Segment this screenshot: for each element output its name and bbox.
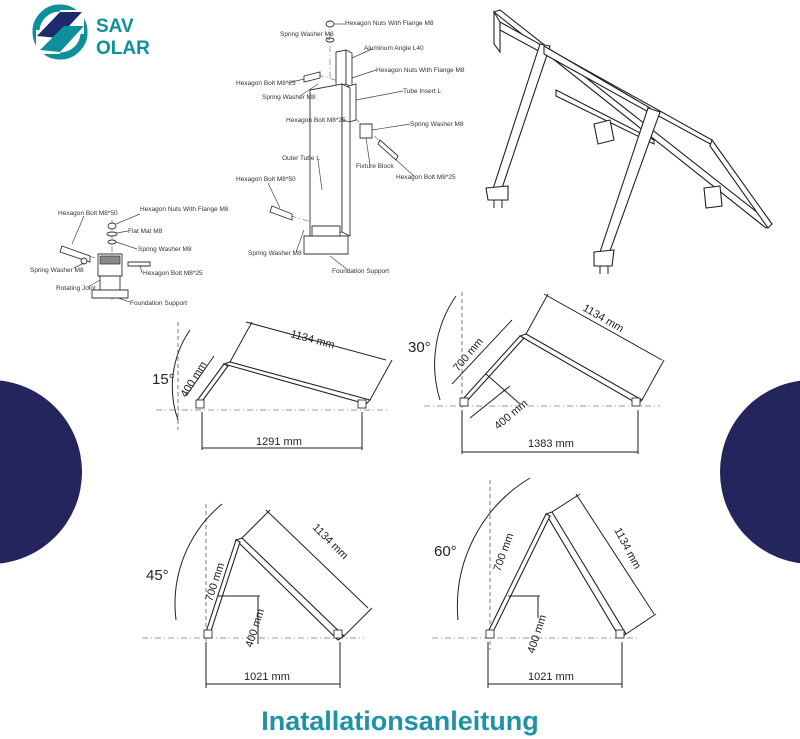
aluminum-angle-part [335, 49, 347, 87]
label-l13: Spring Washer M8 [248, 250, 302, 257]
small-view-labels: Hexagon Bolt M8*50 Hexagon Nuts With Fla… [30, 206, 229, 307]
panel-rail-30 [518, 333, 643, 405]
config-45-degree: 45° 1134 mm 700 mm 400 mm 1021 mm [142, 503, 373, 688]
panel-length-45: 1134 mm [310, 522, 350, 562]
page-title: Inatallationsanleitung [261, 706, 539, 736]
base-length-45: 1021 mm [244, 671, 290, 683]
large-view-labels: Hexagon Nuts With Flange M8 Spring Washe… [236, 20, 465, 275]
angle-label-60: 60° [434, 543, 457, 560]
flat-mat-part [106, 231, 118, 237]
assembled-frame-view [485, 9, 773, 274]
label-s1: Hexagon Nuts With Flange M8 [140, 206, 229, 213]
label-l5: Spring Washer M8 [262, 94, 316, 101]
right-decor-circle [720, 380, 800, 564]
left-decor-circle [0, 380, 82, 564]
leg-lower-60: 400 mm [525, 613, 549, 655]
label-l10: Fixture Block [356, 163, 394, 170]
label-s0: Hexagon Bolt M8*50 [58, 210, 118, 217]
label-l8: Spring Washer M8 [410, 121, 464, 128]
base-length-30: 1383 mm [528, 438, 574, 450]
leg-upper-60: 700 mm [492, 532, 517, 573]
leg-upper-30: 700 mm [451, 336, 486, 374]
label-l9: Outer Tube L [282, 155, 320, 162]
label-l2: Aluminum Angle L40 [364, 45, 424, 52]
config-60-degree: 60° 1134 mm 700 mm 400 mm 1021 mm [432, 477, 657, 688]
label-s2: Flat Mat M8 [128, 228, 163, 235]
foundation-support-small-part [91, 289, 129, 299]
exploded-view-rotating-joint [59, 220, 151, 300]
flange-nut-part [107, 222, 117, 230]
angle-label-30: 30° [408, 339, 431, 356]
label-l14: Foundation Support [332, 268, 389, 275]
logo-text-bottom: OLAR [96, 38, 150, 59]
label-l11: Hexagon Bolt M8*25 [396, 174, 456, 181]
label-s7: Foundation Support [130, 300, 187, 307]
logo-text-top: SAV [96, 16, 134, 37]
label-l7: Hexagon Bolt M8*25 [286, 117, 346, 124]
label-l0: Hexagon Nuts With Flange M8 [345, 20, 434, 27]
label-l12: Hexagon Bolt M8*50 [236, 176, 296, 183]
label-s3: Spring Washer M8 [138, 246, 192, 253]
panel-length-15: 1134 mm [289, 328, 336, 351]
label-l4: Hexagon Nuts With Flange M8 [376, 67, 465, 74]
label-l6: Tube Insert L [403, 88, 441, 95]
panel-length-60: 1134 mm [611, 526, 643, 571]
foundation-support-large-part [303, 235, 349, 255]
top-flange-nut-part [325, 20, 335, 28]
label-s5: Hexagon Bolt M8*25 [143, 270, 203, 277]
leg-lower-45: 400 mm [243, 607, 267, 649]
fixture-block-part [359, 123, 373, 139]
bolt-m8x25-top-part [303, 71, 321, 83]
exploded-view-telescopic-leg [269, 20, 401, 255]
label-s6: Rotating Joint [56, 285, 96, 292]
brand-logo: SAV OLAR [32, 4, 150, 60]
panel-rail-15 [222, 361, 372, 405]
label-l1: Spring Washer M8 [280, 31, 334, 38]
leg-lower-30: 400 mm [492, 398, 530, 433]
config-30-degree: 30° 1134 mm 700 mm 400 mm 1383 mm [408, 292, 665, 454]
base-length-15: 1291 mm [256, 436, 302, 448]
config-15-degree: 15° 1134 mm 400 mm 1291 mm [152, 321, 393, 450]
bolt-m8x50-part-large [269, 205, 293, 221]
angle-label-45: 45° [146, 567, 169, 584]
angle-label-15: 15° [152, 371, 175, 388]
label-l3: Hexagon Bolt M8*25 [236, 80, 296, 87]
label-s4: Spring Washer M8 [30, 267, 84, 274]
logo-emblem-icon [32, 4, 88, 60]
spring-washer-part [107, 239, 117, 245]
base-length-60: 1021 mm [528, 671, 574, 683]
